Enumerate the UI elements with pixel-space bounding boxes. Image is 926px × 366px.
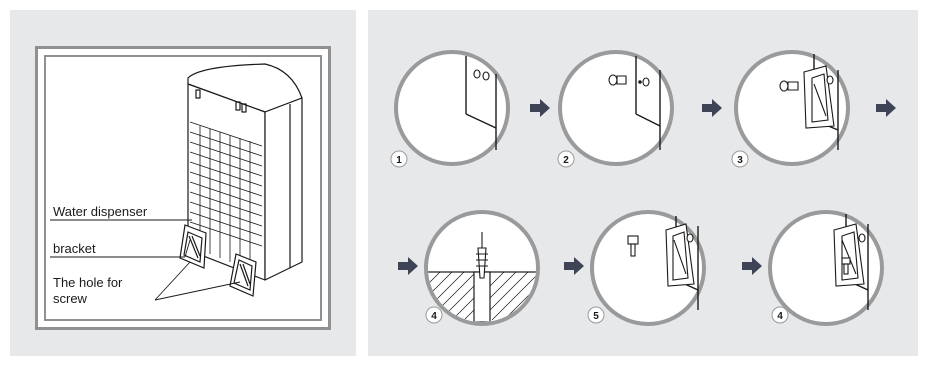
bracket-icon-step5 <box>627 223 695 287</box>
step-6-number: 4 <box>777 311 783 322</box>
step-6: 4 <box>768 210 884 326</box>
step-1: 1 <box>390 50 510 168</box>
front-grille <box>189 121 263 270</box>
step-2: 2 <box>557 50 674 168</box>
leader-lines <box>50 219 241 301</box>
step-2-number: 2 <box>563 155 569 166</box>
step-5-number: 5 <box>593 311 599 322</box>
dispenser-side <box>264 97 303 281</box>
step-1-number: 1 <box>396 155 402 166</box>
hole-label-line1: The hole for <box>52 275 124 290</box>
step-4: 4 <box>424 210 540 326</box>
right-arrow-icon <box>530 99 550 117</box>
step-5: 5 <box>587 210 706 326</box>
top-slot <box>195 89 201 99</box>
step-3-number: 3 <box>737 155 743 166</box>
water-dispenser-label: Water dispenser <box>52 204 149 219</box>
wall-holes <box>473 69 490 81</box>
overview-inner-frame <box>44 55 322 321</box>
screw-icon <box>608 74 650 87</box>
bracket-label: bracket <box>52 241 97 256</box>
hole-label-line2: screw <box>52 291 88 306</box>
step-3: 3 <box>731 50 850 168</box>
dispenser-illustration <box>50 63 303 301</box>
steps-illustration: 1 2 <box>390 50 896 326</box>
wall-anchor-icon <box>476 232 488 279</box>
wall-corner <box>465 56 497 150</box>
bracket-icon <box>179 224 207 269</box>
step-4-number: 4 <box>431 311 437 322</box>
